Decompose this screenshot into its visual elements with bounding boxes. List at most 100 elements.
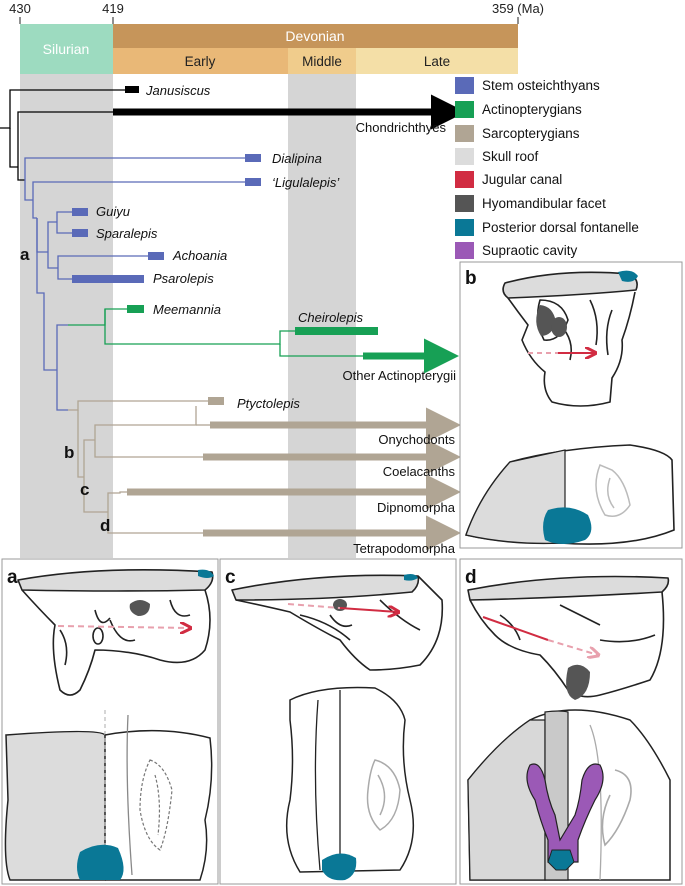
legend-swatch-jugular [455,171,474,188]
label-coelacanths: Coelacanths [383,464,456,479]
node-label-d: d [100,516,110,535]
legend-swatch-stem [455,77,474,94]
panel-d-label: d [465,567,477,588]
panel-d-supraotic-cavity [526,763,604,863]
phylogenetic-tree [0,89,363,534]
label-dialipina: Dialipina [272,151,322,166]
panel-b-dorsal-canal [595,464,631,517]
taxon-labels: Janusiscus Chondrichthyes Dialipina ‘Lig… [96,83,456,556]
panel-b-hyomandibular-facet-2 [551,317,567,337]
panel-d-dorsal-canal [601,769,632,847]
panel-c-dorsal-fontanelle [322,853,357,881]
legend-swatch-sarco [455,125,474,142]
panel-a: a [1,558,219,885]
label-tetrapodomorpha: Tetrapodomorpha [353,541,456,556]
panel-b-dorsal-fontanelle [543,507,592,544]
panel-b-fontanelle [618,270,638,282]
panel-c-label: c [225,567,236,588]
legend-label-actino: Actinopterygians [482,102,582,117]
middle-devonian-column [288,74,356,558]
tick-419: 419 [102,1,124,16]
panel-b-skull-roof [502,271,638,299]
tick-359: 359 (Ma) [492,1,544,16]
legend-swatch-actino [455,101,474,118]
panel-b-label: b [465,268,477,289]
panel-a-label: a [7,567,18,588]
legend-swatch-skull [455,148,474,165]
legend-label-skull: Skull roof [482,149,539,164]
legend-label-jugular: Jugular canal [482,172,562,187]
label-janusiscus: Janusiscus [145,83,211,98]
label-cheirolepis: Cheirolepis [298,310,364,325]
tick-430: 430 [9,1,31,16]
panel-d-jugular-canal-hidden [547,639,598,655]
panel-d-skull-roof [467,575,670,601]
label-achoania: Achoania [172,248,227,263]
node-label-a: a [20,245,30,264]
label-meemannia: Meemannia [153,302,221,317]
legend-swatch-hyomandibular [455,195,474,212]
label-sparalepis: Sparalepis [96,226,158,241]
panel-b-hyomandibular-facet [536,305,556,336]
silurian-band [20,24,113,74]
panel-c: c [219,558,457,885]
label-chondrichthyes: Chondrichthyes [356,120,447,135]
panel-a-dorsal-ridge [126,714,133,876]
label-dipnomorpha: Dipnomorpha [377,500,456,515]
legend-label-stem: Stem osteichthyans [482,78,600,93]
range-sparalepis [72,229,88,237]
panel-c-braincase [235,575,444,671]
period-devonian: Devonian [285,28,344,44]
range-achoania [148,252,164,260]
silurian-column [20,74,113,558]
range-cheirolepis [295,327,378,335]
taxon-ranges [72,86,466,551]
panel-c-fontanelle [404,574,418,581]
range-psarolepis [72,275,144,283]
legend-swatch-fontanelle [455,219,474,236]
devonian-band [113,24,518,48]
label-ptyctolepis: Ptyctolepis [237,396,300,411]
legend-label-supraotic: Supraotic cavity [482,243,578,258]
epoch-early: Early [185,54,216,69]
node-label-b: b [64,443,74,462]
node-label-c: c [80,480,89,499]
panel-a-hyomandibular-facet [129,600,150,616]
panel-d-jugular-canal [482,616,549,641]
panel-b-braincase [507,291,636,407]
timescale: 430 419 359 (Ma) Silurian Devonian Early… [9,1,544,74]
legend-swatch-supraotic [455,242,474,259]
epoch-late: Late [424,54,450,69]
legend-label-fontanelle: Posterior dorsal fontanelle [482,220,639,235]
panel-d-dorsal-fontanelle [547,849,575,871]
epoch-middle: Middle [302,54,342,69]
panel-a-dorsal-fontanelle [77,844,124,880]
legend-label-sarco: Sarcopterygians [482,126,580,141]
legend: Stem osteichthyans Actinopterygians Sarc… [455,77,639,259]
panel-b-dorsal-skull-roof [465,449,566,544]
panel-d: d [459,558,683,885]
panel-a-skull-roof [17,568,214,592]
late-band [356,48,518,74]
range-guiyu [72,208,88,216]
middle-band [288,48,356,74]
panel-a-braincase [21,589,211,696]
label-other-actinopterygii: Other Actinopterygii [343,368,457,383]
label-psarolepis: Psarolepis [153,271,214,286]
panel-a-fontanelle [198,569,214,578]
label-onychodonts: Onychodonts [378,432,455,447]
panel-c-dorsal-canal [366,759,401,831]
panel-a-jugular-canal [57,626,190,628]
panel-c-dorsal-sutures [314,690,341,871]
panel-a-dorsal-canal [139,759,173,851]
panel-c-dorsal-outline [285,686,415,873]
range-ptyctolepis [208,397,224,405]
early-band [113,48,288,74]
label-guiyu: Guiyu [96,204,130,219]
range-janusiscus [125,86,139,93]
period-silurian: Silurian [43,41,90,57]
panel-c-jugular-canal [339,608,398,612]
range-ligulalepis [245,178,261,186]
label-ligulalepis: ‘Ligulalepis’ [272,175,340,190]
